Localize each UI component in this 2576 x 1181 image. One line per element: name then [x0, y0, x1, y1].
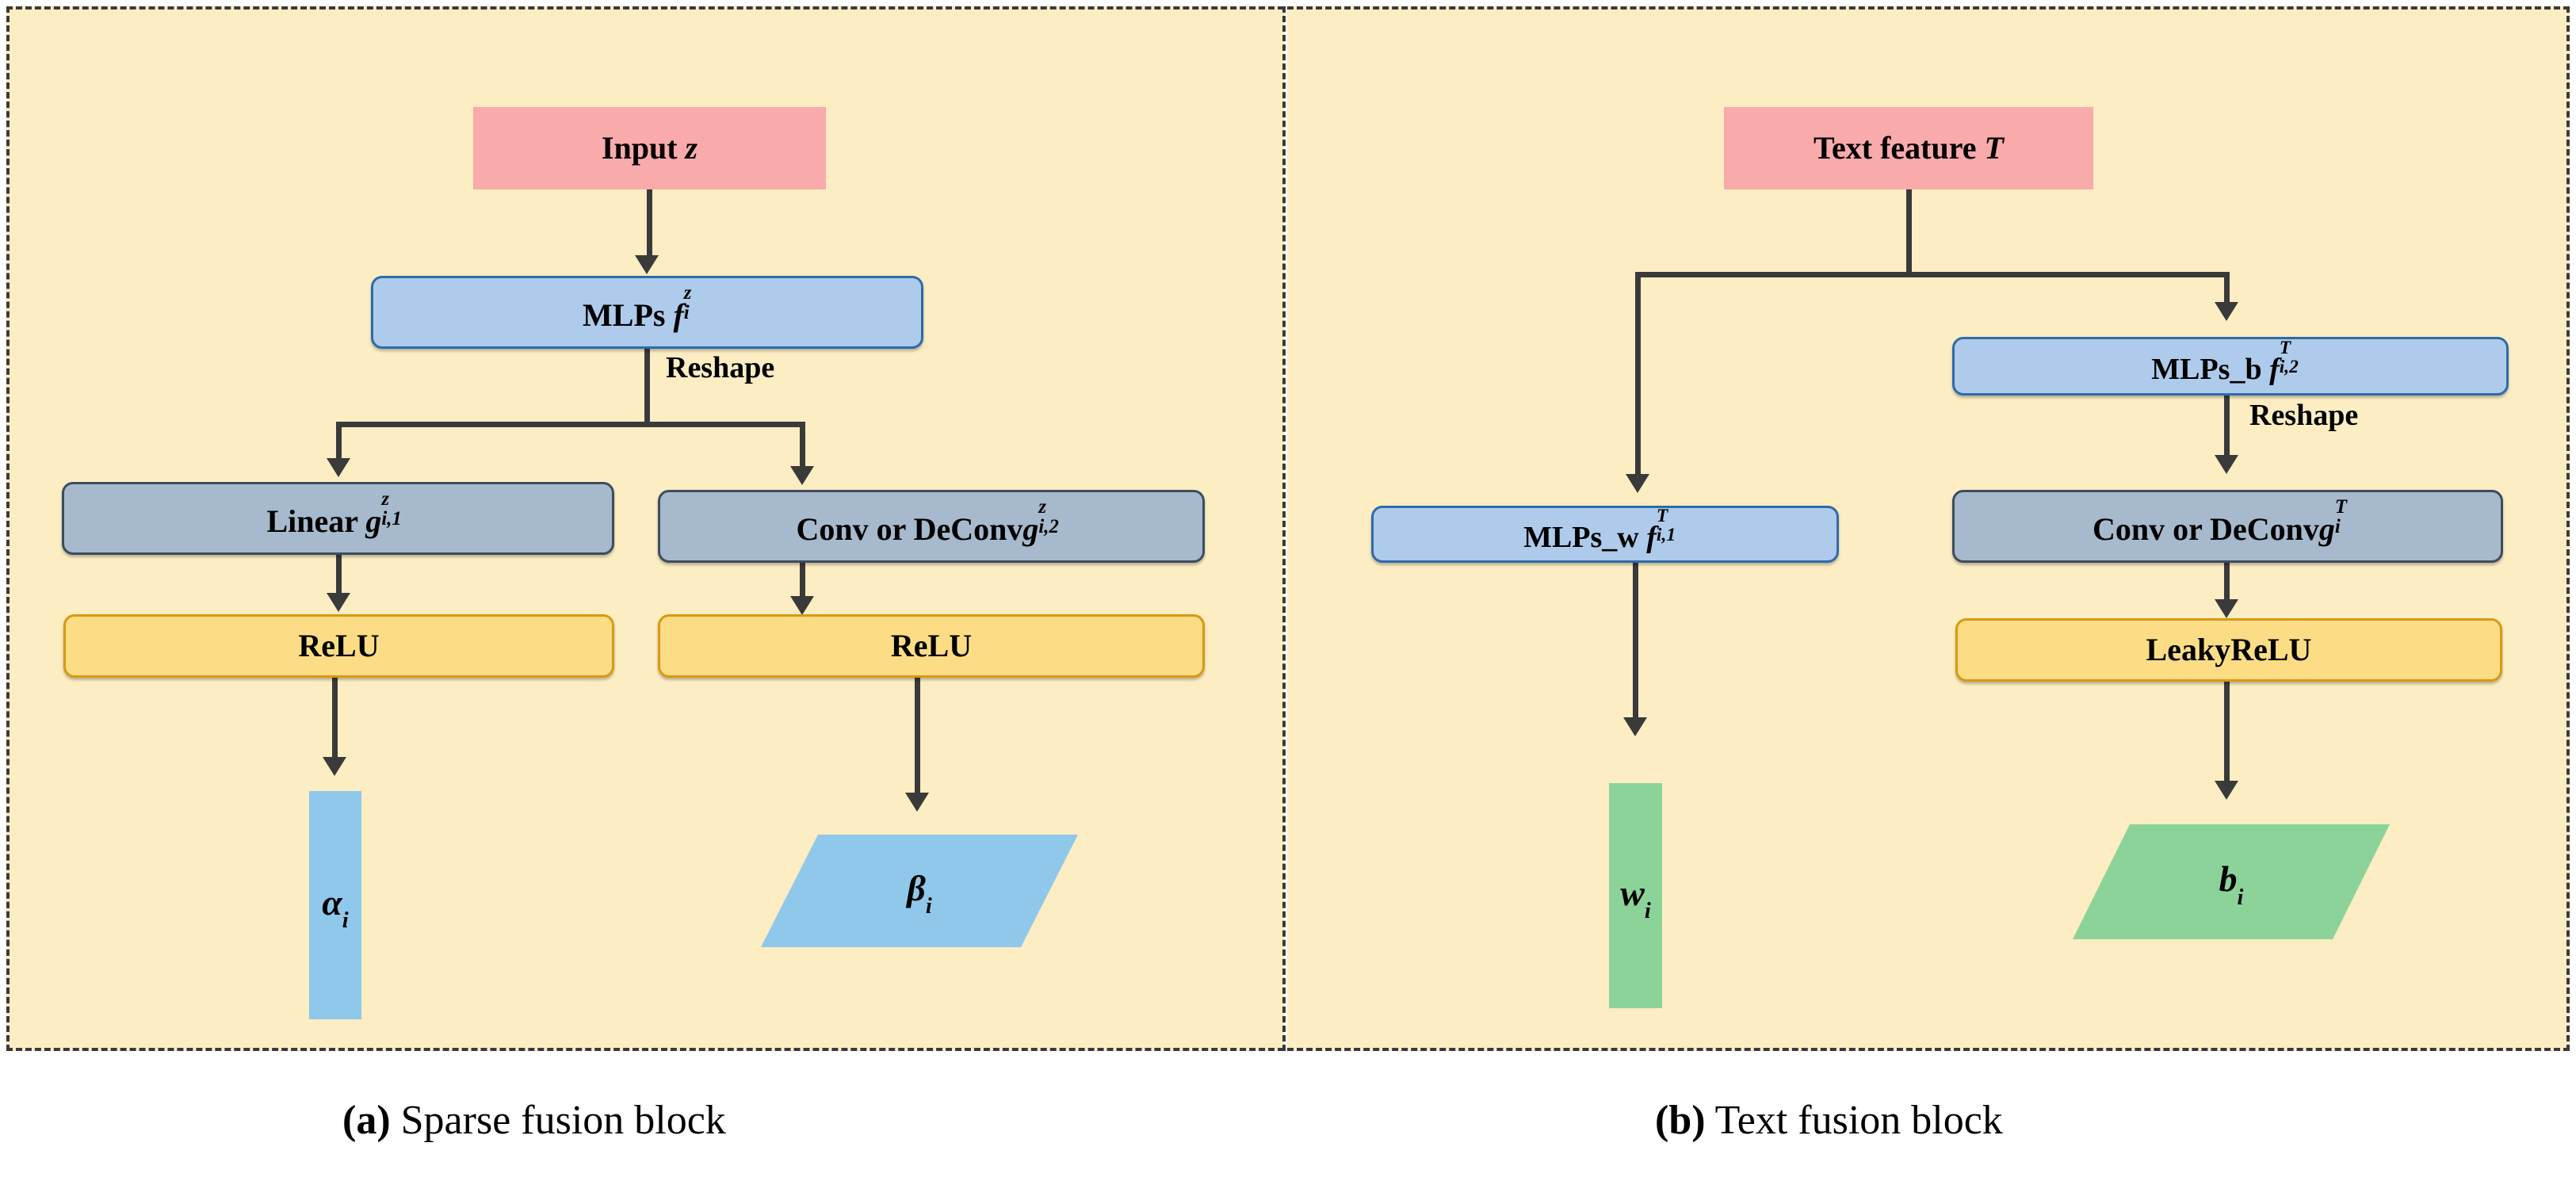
output-alpha: αi	[309, 791, 361, 1019]
arrowhead-bus-to-linear	[327, 458, 350, 477]
edge-relu-to-alpha	[332, 678, 338, 761]
node-input-z-math: z	[685, 130, 698, 166]
arrowhead-mlps-b-to-conv	[2215, 455, 2238, 474]
node-conv-z-label: Conv or DeConv	[796, 510, 1023, 547]
panel-divider	[1282, 6, 1286, 1051]
panel-left-wall	[6, 6, 10, 1051]
node-conv-t-math-sup: T	[2334, 496, 2348, 518]
arrowhead-mlps-w-to-w	[1623, 717, 1647, 736]
label-reshape-b: Reshape	[2249, 399, 2359, 432]
node-mlps-w-label: MLPs_w	[1523, 520, 1647, 554]
edge-bus-to-mlps-b	[2224, 272, 2230, 305]
output-alpha-symbol: α	[322, 881, 342, 923]
edge-conv-to-relu	[800, 563, 805, 599]
edge-mlps-bus-stem	[644, 349, 650, 425]
node-mlps-z-math-sub: i	[683, 302, 690, 324]
node-mlps-w-math-base: f	[1646, 520, 1657, 554]
node-relu-right[interactable]: ReLU	[658, 614, 1205, 678]
arrowhead-bus-to-conv	[790, 466, 814, 485]
output-w-symbol: w	[1620, 872, 1645, 913]
edge-text-bus-horizontal	[1635, 272, 2230, 277]
edge-mlps-b-to-conv	[2224, 396, 2230, 459]
node-conv-z-math-sub: i,2	[1038, 516, 1059, 538]
node-relu-left[interactable]: ReLU	[63, 614, 614, 678]
node-mlps-z-math-sup: z	[683, 282, 692, 304]
output-alpha-sub: i	[342, 908, 349, 934]
output-beta-sub: i	[925, 894, 932, 919]
edge-mlps-w-to-w	[1633, 563, 1638, 721]
node-mlps-b-math-base: f	[2269, 352, 2280, 386]
node-conv-z-math-sup: z	[1038, 496, 1047, 518]
node-conv-t-math-base: g	[2318, 510, 2335, 547]
arrowhead-relu-to-alpha	[323, 757, 346, 776]
node-leakyrelu-label: LeakyReLU	[2146, 632, 2312, 667]
node-conv-z-math-base: g	[1022, 510, 1039, 547]
node-mlps-w-math-sup: T	[1656, 505, 1668, 526]
caption-panel-a-text: Sparse fusion block	[390, 1098, 726, 1143]
node-linear-z-math-sup: z	[381, 488, 389, 510]
arrowhead-bus-to-mlps-b	[2215, 302, 2238, 321]
node-mlps-z-label: MLPs	[583, 296, 674, 333]
output-b-symbol: b	[2219, 858, 2238, 900]
node-mlps-w-math-sub: i,1	[1656, 524, 1676, 545]
node-linear-z-label: Linear	[266, 503, 366, 539]
node-conv-t-label: Conv or DeConv	[2092, 510, 2319, 547]
arrowhead-relu-to-beta	[905, 793, 929, 812]
node-input-z[interactable]: Input z	[473, 107, 826, 189]
node-text-feature-label: Text feature	[1814, 130, 1985, 166]
node-text-feature-math: T	[1984, 130, 2004, 166]
output-b-sub: i	[2237, 885, 2244, 910]
output-w-sub: i	[1644, 899, 1651, 924]
output-w: wi	[1609, 783, 1662, 1008]
node-conv-t-math-sub: i	[2334, 516, 2341, 538]
arrowhead-linear-to-relu	[327, 593, 350, 612]
edge-relu-to-beta	[915, 678, 920, 797]
caption-panel-b: (b) Text fusion block	[1655, 1097, 2003, 1144]
output-beta: βi	[761, 835, 1078, 947]
node-relu-right-label: ReLU	[890, 628, 973, 663]
node-mlps-b-math-sub: i,2	[2279, 356, 2299, 377]
arrowhead-leakyrelu-to-b	[2215, 781, 2238, 800]
label-reshape-a: Reshape	[666, 351, 775, 384]
caption-panel-b-text: Text fusion block	[1705, 1098, 2003, 1143]
panel-right-wall	[2566, 6, 2570, 1051]
edge-linear-to-relu	[336, 555, 342, 596]
output-b: bi	[2073, 824, 2390, 939]
edge-text-bus-stem	[1906, 189, 1912, 277]
node-text-feature[interactable]: Text feature T	[1724, 107, 2093, 189]
edge-mlps-bus-horizontal	[336, 422, 805, 427]
node-leakyrelu[interactable]: LeakyReLU	[1955, 618, 2502, 682]
edge-input-to-mlps	[647, 189, 652, 258]
edge-bus-to-conv	[800, 422, 805, 469]
arrowhead-bus-to-mlps-w	[1626, 474, 1649, 493]
caption-panel-b-marker: (b)	[1655, 1098, 1706, 1143]
caption-panel-a: (a) Sparse fusion block	[342, 1097, 726, 1144]
node-mlps-b-math-sup: T	[2279, 337, 2291, 358]
output-beta-symbol: β	[907, 867, 926, 908]
arrowhead-conv-to-relu	[790, 596, 814, 615]
node-mlps-b-label: MLPs_b	[2151, 352, 2270, 386]
edge-bus-to-linear	[336, 422, 342, 461]
node-linear-z-math-sub: i,1	[381, 508, 402, 530]
edge-leakyrelu-to-b	[2224, 682, 2230, 785]
caption-panel-a-marker: (a)	[342, 1098, 391, 1143]
arrowhead-conv-to-leakyrelu	[2215, 599, 2238, 618]
arrowhead-input-to-mlps	[635, 255, 659, 274]
node-mlps-z-math-base: f	[673, 296, 684, 333]
edge-conv-to-leakyrelu	[2224, 563, 2230, 602]
edge-bus-to-mlps-w	[1635, 272, 1641, 478]
node-input-z-label: Input	[601, 130, 686, 166]
node-linear-z-math-base: g	[365, 503, 382, 539]
node-relu-left-label: ReLU	[298, 628, 380, 663]
